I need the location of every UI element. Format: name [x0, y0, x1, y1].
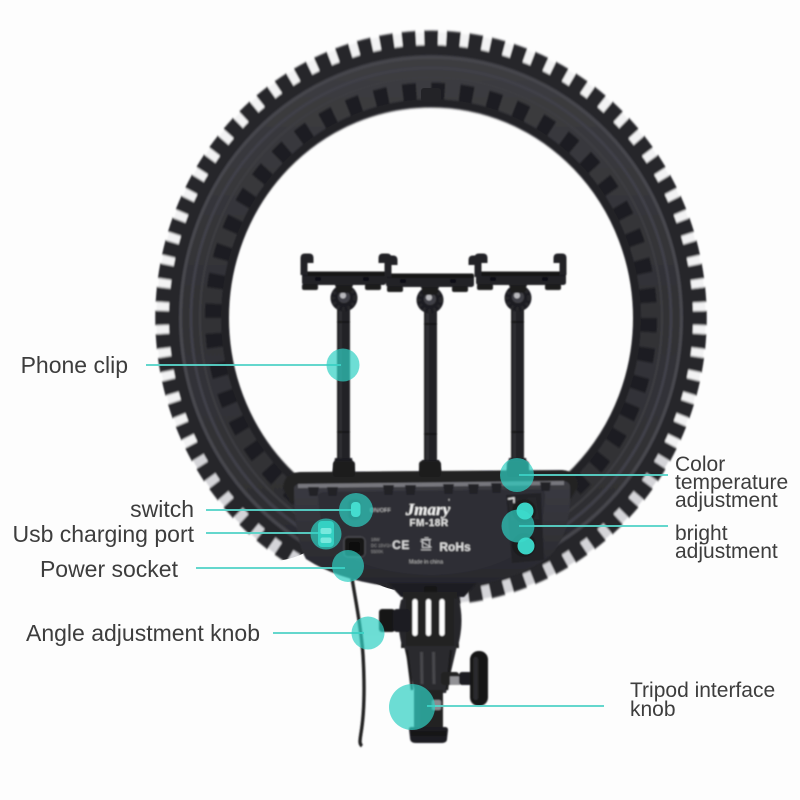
- svg-text:Phone clip: Phone clip: [21, 352, 128, 378]
- svg-text:Angle adjustment knob: Angle adjustment knob: [26, 620, 260, 646]
- svg-text:adjustment: adjustment: [675, 489, 778, 512]
- svg-text:bright: bright: [675, 522, 728, 545]
- svg-text:18W: 18W: [371, 537, 380, 542]
- svg-text:DC 15V/2A: DC 15V/2A: [371, 543, 392, 548]
- svg-text:switch: switch: [130, 496, 194, 522]
- svg-text:ON/OFF: ON/OFF: [370, 508, 391, 514]
- svg-text:RoHs: RoHs: [439, 540, 471, 554]
- svg-text:knob: knob: [630, 698, 676, 721]
- svg-text:adjustment: adjustment: [675, 540, 778, 563]
- svg-text:Made in china: Made in china: [409, 560, 444, 566]
- svg-text:Jmary: Jmary: [405, 500, 451, 519]
- svg-text:Tripod interface: Tripod interface: [630, 679, 775, 702]
- svg-text:Power socket: Power socket: [40, 556, 179, 582]
- svg-text:Color: Color: [675, 453, 725, 476]
- svg-text:5500K: 5500K: [371, 549, 383, 554]
- svg-text:Usb charging port: Usb charging port: [12, 521, 194, 547]
- svg-text:CE: CE: [392, 538, 410, 552]
- svg-text:temperature: temperature: [675, 471, 788, 494]
- svg-text:': ': [448, 498, 450, 507]
- svg-text:FM-18R: FM-18R: [409, 518, 448, 529]
